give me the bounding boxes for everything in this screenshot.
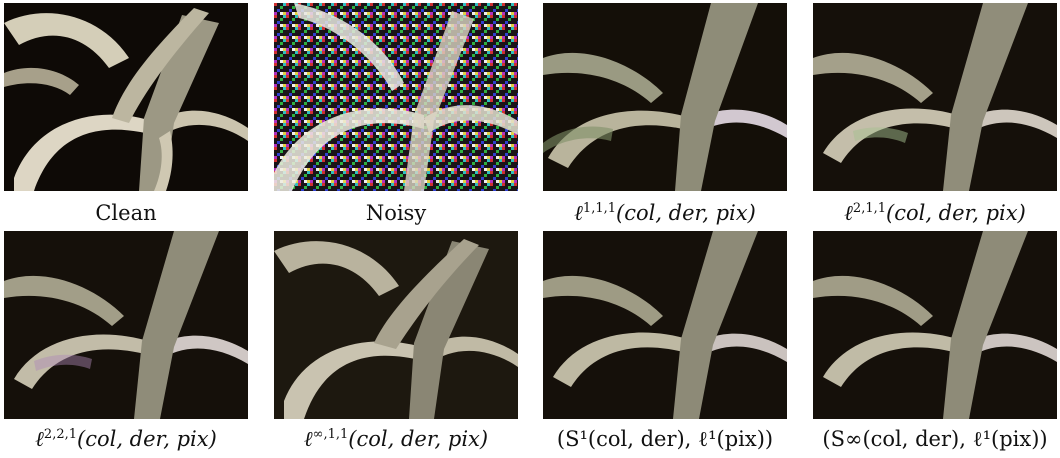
plant-image-sinf [813,231,1057,419]
plant-image-noisy [274,3,518,191]
plant-image-l111 [543,3,787,191]
plant-image-linf11 [274,231,518,419]
caption-linf11: ℓ∞,1,1(col, der, pix) [303,427,489,451]
caption-l221: ℓ2,2,1(col, der, pix) [35,427,217,451]
panel-l211 [813,3,1057,191]
caption-noisy: Noisy [365,201,427,225]
caption-s1: (S¹(col, der), ℓ¹(pix)) [556,427,774,451]
plant-image-l211 [813,3,1057,191]
caption-clean: Clean [95,201,157,225]
plant-image-clean [4,3,248,191]
panel-sinf [813,231,1057,419]
panel-s1 [543,231,787,419]
caption-l211: ℓ2,1,1(col, der, pix) [844,201,1026,225]
panel-l111 [543,3,787,191]
caption-l111: ℓ1,1,1(col, der, pix) [574,201,756,225]
plant-image-s1 [543,231,787,419]
panel-noisy [274,3,518,191]
panel-clean [4,3,248,191]
panel-linf11 [274,231,518,419]
panel-l221 [4,231,248,419]
plant-image-l221 [4,231,248,419]
caption-sinf: (S∞(col, der), ℓ¹(pix)) [822,427,1048,451]
